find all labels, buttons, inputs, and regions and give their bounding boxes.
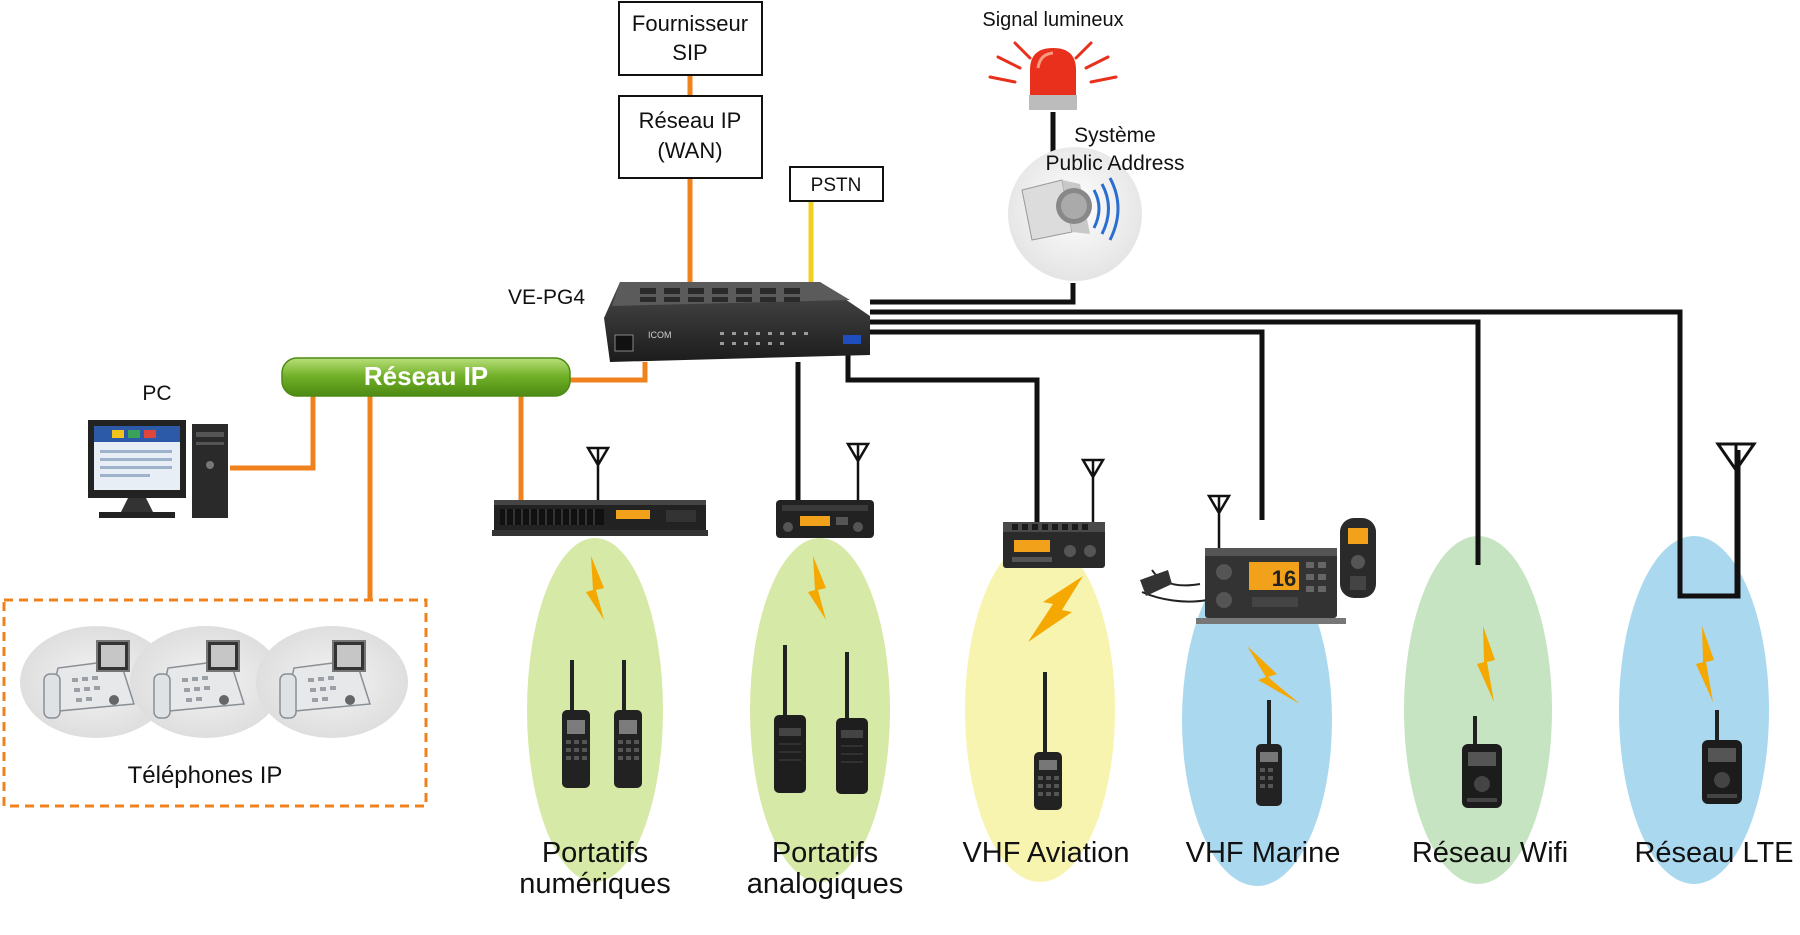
beacon-icon bbox=[988, 41, 1118, 110]
ip-phone-icon bbox=[153, 640, 245, 719]
handheld-radio-icon bbox=[1034, 672, 1062, 810]
marine-radio-icon: 16 bbox=[1140, 518, 1376, 624]
svg-text:16: 16 bbox=[1272, 566, 1296, 591]
group-label-digital-2: numériques bbox=[519, 868, 671, 900]
rack-repeater-icon bbox=[492, 500, 708, 536]
handheld-radio-icon bbox=[836, 652, 868, 794]
pc-icon bbox=[88, 420, 228, 518]
lightning-icon bbox=[808, 556, 826, 620]
ip-links bbox=[230, 75, 693, 600]
coverage-marine bbox=[1182, 554, 1332, 886]
group-label-wifi: Réseau Wifi bbox=[1412, 837, 1568, 869]
group-label-marine: VHF Marine bbox=[1186, 837, 1341, 869]
handheld-radio-icon bbox=[614, 660, 642, 788]
sip-provider-box: Fournisseur SIP bbox=[618, 1, 763, 76]
pstn-label: PSTN bbox=[811, 175, 862, 196]
antenna-icon bbox=[1080, 458, 1106, 525]
sip-provider-label-1: Fournisseur bbox=[632, 11, 748, 36]
gateway-device: ICOM bbox=[604, 282, 870, 362]
lightning-icon bbox=[1477, 626, 1495, 702]
mobile-radio-icon bbox=[776, 500, 874, 538]
gateway-label: VE-PG4 bbox=[508, 286, 585, 309]
group-label-analog-2: analogiques bbox=[747, 868, 903, 900]
ip-network-bar: Réseau IP bbox=[281, 357, 571, 397]
antenna-icon bbox=[845, 442, 871, 505]
speaker-icon bbox=[1021, 177, 1120, 241]
svg-text:ICOM: ICOM bbox=[648, 330, 672, 340]
coverage-lte bbox=[1619, 536, 1769, 884]
ip-network-label: Réseau IP bbox=[364, 361, 488, 391]
ip-phone-icon bbox=[279, 640, 371, 719]
lightning-icon bbox=[1028, 576, 1083, 642]
signal-label: Signal lumineux bbox=[982, 9, 1123, 31]
antenna-icon bbox=[585, 446, 611, 508]
wan-label-2: (WAN) bbox=[657, 138, 722, 163]
group-label-analog-1: Portatifs bbox=[772, 837, 878, 869]
ip-phones-frame bbox=[2, 598, 428, 808]
handheld-radio-icon bbox=[1462, 716, 1502, 808]
coverage-wifi bbox=[1404, 536, 1552, 884]
wan-label-1: Réseau IP bbox=[639, 108, 742, 133]
coverage-digital bbox=[527, 538, 663, 882]
handheld-radio-icon bbox=[774, 645, 806, 793]
sip-provider-label-2: SIP bbox=[672, 40, 707, 65]
group-label-aviation: VHF Aviation bbox=[962, 837, 1129, 869]
wan-box: Réseau IP (WAN) bbox=[618, 95, 763, 179]
handheld-radio-icon bbox=[562, 660, 590, 788]
radio-links bbox=[795, 283, 1741, 599]
pstn-box: PSTN bbox=[789, 166, 884, 202]
lightning-icon bbox=[586, 556, 604, 620]
handheld-radio-icon bbox=[1702, 710, 1742, 804]
pa-label-1: Système bbox=[1074, 124, 1156, 147]
coverage-aviation bbox=[965, 538, 1115, 882]
pc-label: PC bbox=[142, 382, 171, 405]
lightning-icon bbox=[1696, 626, 1714, 702]
antenna-icon bbox=[1206, 494, 1232, 555]
aviation-radio-icon bbox=[1003, 522, 1105, 568]
handheld-radio-icon bbox=[1256, 700, 1282, 806]
pa-label-2: Public Address bbox=[1046, 152, 1185, 175]
antenna-icon bbox=[1715, 442, 1757, 596]
ip-phones-label: Téléphones IP bbox=[128, 762, 283, 789]
lightning-icon bbox=[1247, 646, 1300, 704]
group-label-digital-1: Portatifs bbox=[542, 837, 648, 869]
group-label-lte: Réseau LTE bbox=[1634, 837, 1793, 869]
coverage-analog bbox=[750, 538, 890, 882]
ip-phone-icon bbox=[43, 640, 135, 719]
